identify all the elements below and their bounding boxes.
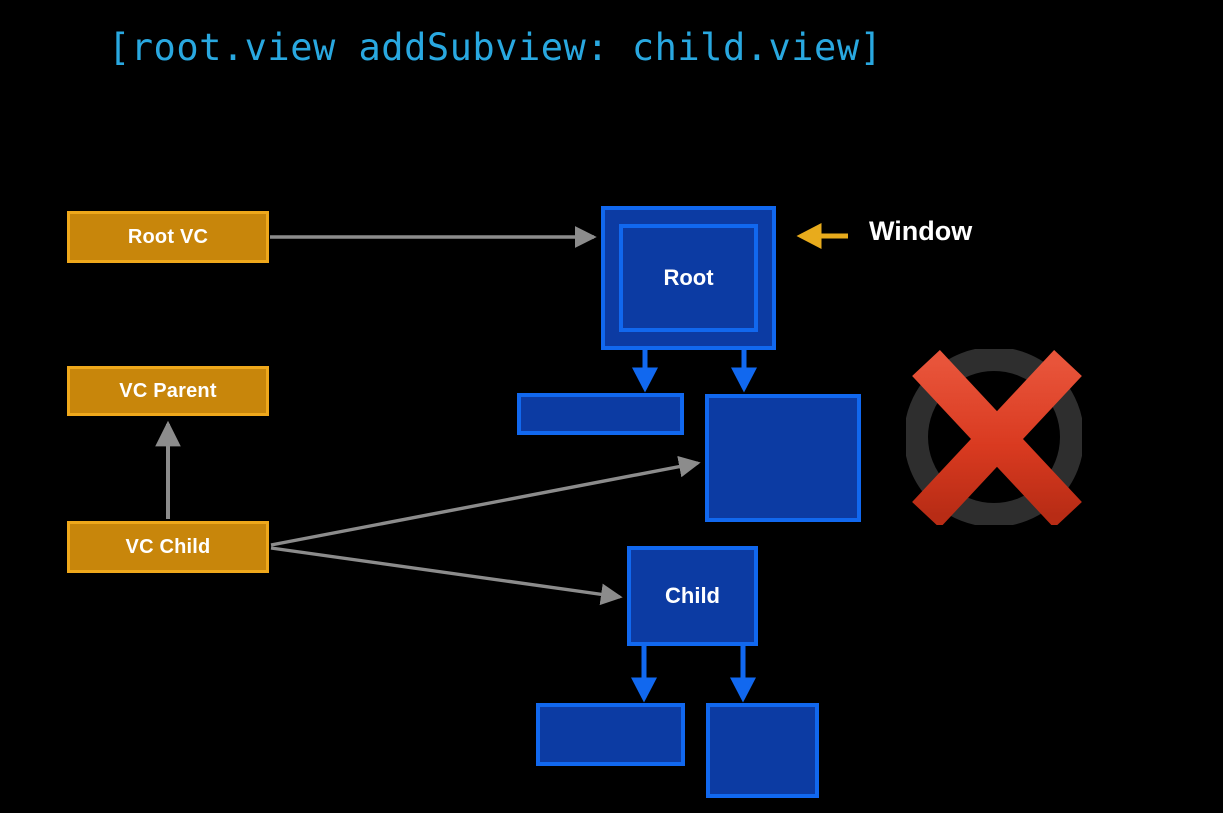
controller-box-label: Root VC (127, 225, 209, 248)
view-box-child-subview-left[interactable] (536, 703, 685, 766)
edge-vcchild-to-childview (270, 546, 623, 606)
controller-box-label: VC Child (125, 535, 211, 558)
view-box-label: Root (663, 265, 714, 290)
view-box-label: Child (665, 583, 720, 608)
view-box-root[interactable]: Root (619, 224, 758, 332)
view-box-window[interactable]: Root (601, 206, 776, 350)
view-box-child[interactable]: Child (627, 546, 758, 646)
x-mark-icon (906, 349, 1082, 525)
window-label: Window (869, 216, 973, 246)
controller-box-vc-parent[interactable]: VC Parent (67, 366, 269, 416)
controller-box-vc-child[interactable]: VC Child (67, 521, 269, 573)
controller-box-label: VC Parent (119, 379, 217, 402)
edge-vcchild-to-root-subview-right (270, 455, 701, 547)
view-box-root-subview-right[interactable] (705, 394, 861, 522)
page-title: [root.view addSubview: child.view] (108, 26, 883, 69)
view-box-child-subview-right[interactable] (706, 703, 819, 798)
view-box-root-subview-left[interactable] (517, 393, 684, 435)
controller-box-root-vc[interactable]: Root VC (67, 211, 269, 263)
